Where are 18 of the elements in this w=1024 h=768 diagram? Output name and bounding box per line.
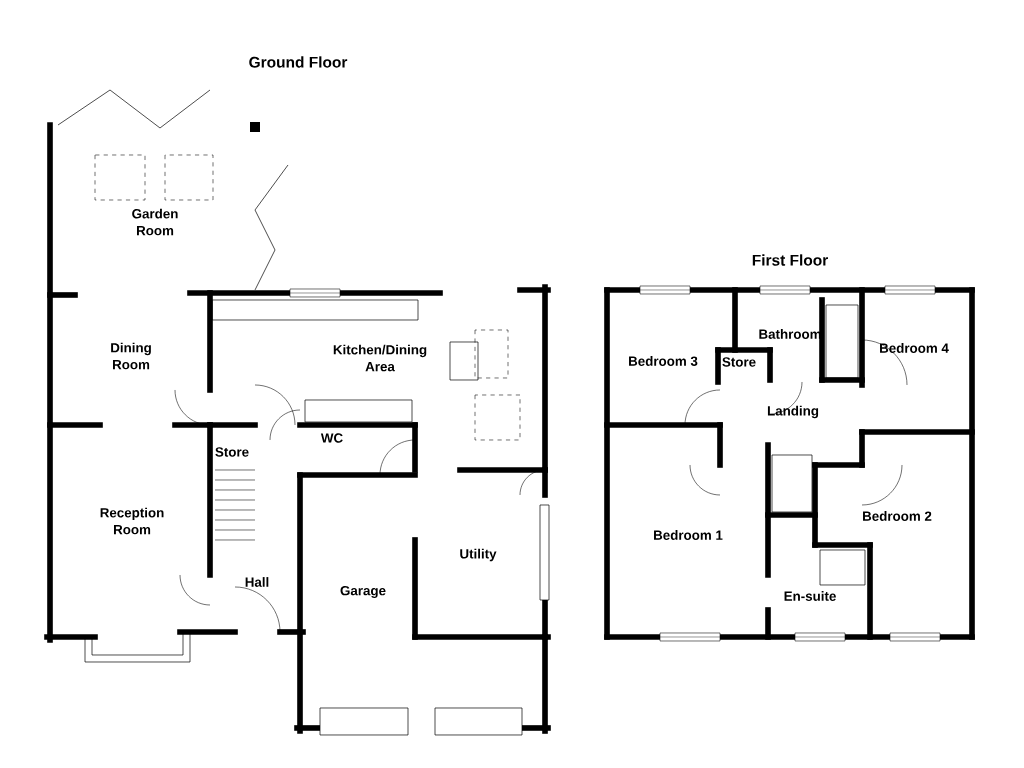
room-label: En-suite	[784, 591, 836, 601]
room-label: Garden Room	[132, 208, 178, 236]
room-label: Utility	[460, 548, 497, 562]
room-label: Hall	[245, 577, 269, 587]
room-label: Reception Room	[100, 507, 164, 535]
room-label: Bedroom 1	[654, 530, 723, 540]
room-label: Dining Room	[111, 342, 151, 370]
room-label: Bedroom 2	[863, 511, 932, 521]
floor-title: Ground Floor	[249, 56, 348, 68]
room-label: Bedroom 3	[629, 356, 698, 366]
room-label: Bedroom 4	[880, 343, 949, 353]
room-label: Garage	[340, 585, 386, 599]
room-label: Kitchen/Dining Area	[333, 344, 427, 372]
room-label: Store	[722, 357, 756, 367]
room-label: WC	[320, 433, 343, 443]
floor-title: First Floor	[752, 254, 828, 266]
room-label: Landing	[767, 405, 819, 419]
room-label: Store	[215, 447, 249, 457]
